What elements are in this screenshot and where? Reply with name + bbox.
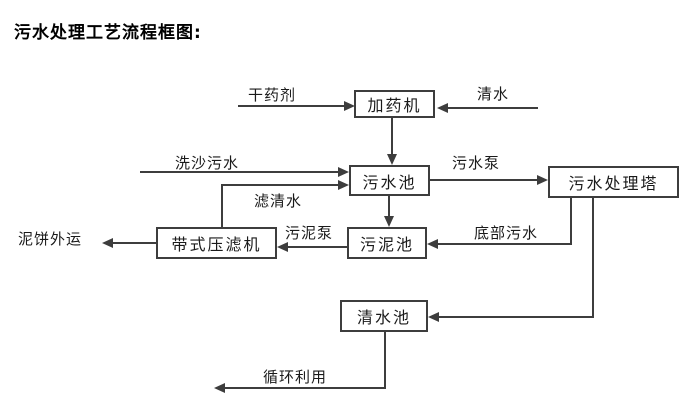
edge-filtered-water-hline bbox=[221, 184, 340, 186]
edge-sand-washing-arrowhead-icon bbox=[338, 167, 349, 177]
node-treatment-tower: 污水处理塔 bbox=[548, 166, 679, 198]
page-title: 污水处理工艺流程框图: bbox=[14, 23, 202, 43]
edge-mud-cake-line bbox=[112, 242, 156, 244]
flow-label-recycling: 循环利用 bbox=[263, 368, 328, 386]
node-clean-water-pool: 清水池 bbox=[340, 300, 428, 332]
flow-label-mud-cake-transport: 泥饼外运 bbox=[18, 230, 83, 248]
node-treatment-tower-label: 污水处理塔 bbox=[568, 174, 659, 193]
edge-recycling-vline bbox=[384, 332, 386, 389]
edge-sludge-pump-line bbox=[287, 246, 347, 248]
edge-tower-to-clean-hline bbox=[438, 316, 594, 318]
edge-clean-water-arrowhead-icon bbox=[437, 103, 448, 113]
edge-bottom-sewage-hline bbox=[437, 243, 572, 245]
edge-recycling-arrowhead-icon bbox=[214, 383, 225, 393]
edge-dry-chemical-arrowhead-icon bbox=[344, 101, 355, 111]
flow-label-sand-washing-sewage: 洗沙污水 bbox=[175, 154, 240, 172]
edge-sand-washing-line bbox=[140, 171, 340, 173]
flow-label-sludge-pump: 污泥泵 bbox=[285, 224, 334, 242]
edge-bottom-sewage-vline bbox=[570, 198, 572, 245]
edge-clean-water-line bbox=[446, 107, 538, 109]
node-sludge-pool: 污泥池 bbox=[347, 227, 427, 259]
edge-sewage-pump-arrowhead-icon bbox=[537, 175, 548, 185]
flow-label-bottom-sewage: 底部污水 bbox=[474, 224, 539, 242]
node-dosing-machine: 加药机 bbox=[354, 90, 435, 118]
node-dosing-machine-label: 加药机 bbox=[367, 96, 422, 115]
flow-label-dry-chemical: 干药剂 bbox=[248, 86, 297, 104]
edge-dosing-to-sewage-arrowhead-icon bbox=[387, 154, 397, 165]
edge-tower-to-clean-arrowhead-icon bbox=[428, 312, 439, 322]
node-belt-filter-press-label: 带式压滤机 bbox=[171, 235, 262, 254]
node-sewage-pool-label: 污水池 bbox=[362, 172, 417, 192]
edge-mud-cake-arrowhead-icon bbox=[102, 238, 113, 248]
node-belt-filter-press: 带式压滤机 bbox=[156, 227, 277, 259]
edge-dry-chemical-line bbox=[238, 105, 344, 107]
edge-recycling-hline bbox=[224, 387, 386, 389]
edge-filtered-water-arrowhead-icon bbox=[338, 180, 349, 190]
edge-sewage-pump-line bbox=[430, 179, 539, 181]
edge-tower-to-clean-vline bbox=[592, 198, 594, 318]
flow-label-filtered-water: 滤清水 bbox=[254, 192, 303, 210]
node-sludge-pool-label: 污泥池 bbox=[359, 235, 414, 254]
node-clean-water-pool-label: 清水池 bbox=[356, 308, 411, 327]
flow-label-clean-water: 清水 bbox=[477, 85, 510, 103]
edge-sludge-pump-arrowhead-icon bbox=[277, 242, 288, 252]
edge-sewage-to-sludge-arrowhead-icon bbox=[384, 216, 394, 227]
flow-label-sewage-pump: 污水泵 bbox=[452, 154, 501, 172]
edge-filtered-water-vline bbox=[221, 184, 223, 227]
edge-sewage-to-sludge-line bbox=[388, 196, 390, 218]
edge-dosing-to-sewage-line bbox=[391, 118, 393, 156]
edge-bottom-sewage-arrowhead-icon bbox=[427, 239, 438, 249]
node-sewage-pool: 污水池 bbox=[349, 165, 430, 196]
